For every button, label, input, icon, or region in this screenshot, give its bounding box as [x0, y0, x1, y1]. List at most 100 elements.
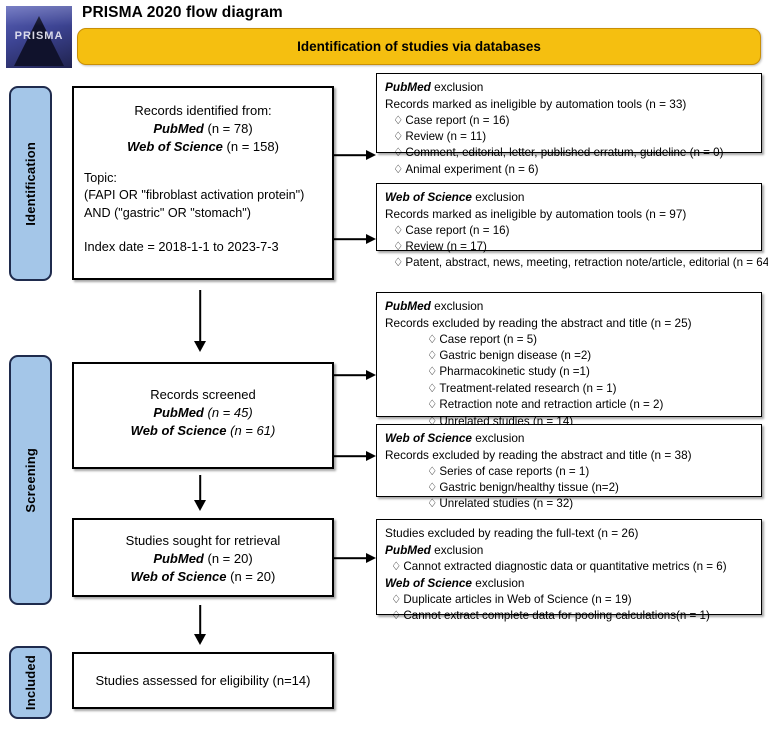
- stage-identification-text: Identification: [23, 141, 38, 226]
- source-name: Web of Science: [385, 190, 472, 204]
- exclusion-list: Case report (n = 5) Gastric benign disea…: [385, 332, 754, 431]
- source-name: PubMed: [385, 542, 431, 557]
- list-item: Unrelated studies (n = 32): [385, 496, 754, 512]
- pubmed-label: PubMed: [153, 404, 204, 420]
- source-name: Web of Science: [385, 431, 472, 445]
- exclusion-list: Series of case reports (n = 1) Gastric b…: [385, 464, 754, 513]
- studies-sought-wos: Web of Science (n = 20): [84, 568, 322, 586]
- wos-count: (n = 20): [230, 568, 276, 584]
- stage-included-text: Included: [23, 654, 38, 711]
- stage-screening-text: Screening: [23, 447, 38, 513]
- source-suffix: exclusion: [471, 431, 525, 445]
- fulltext-pubmed-heading: PubMed exclusion: [385, 542, 754, 559]
- arrow-sought-to-eligibility: [193, 605, 207, 645]
- exclusion-headline: Records excluded by reading the abstract…: [385, 315, 692, 330]
- exclusion-list: Case report (n = 16) Review (n = 17) Pat…: [385, 223, 768, 272]
- wos-count: (n = 158): [226, 138, 279, 154]
- wos-label: Web of Science: [130, 422, 227, 438]
- list-item: Review (n = 17): [385, 239, 754, 255]
- source-name: PubMed: [385, 80, 431, 94]
- wos-label: Web of Science: [130, 568, 227, 584]
- banner-label: Identification of studies via databases: [297, 39, 541, 54]
- wos-label: Web of Science: [127, 138, 223, 154]
- exclusion-headline: Records marked as ineligible by automati…: [385, 206, 687, 221]
- list-item: Case report (n = 5): [385, 332, 754, 348]
- list-item: Treatment-related research (n = 1): [385, 381, 754, 397]
- source-suffix: exclusion: [471, 190, 525, 204]
- topic-query-line-1: (FAPI OR "fibroblast activation protein"…: [84, 188, 305, 203]
- records-identified-wos: Web of Science (n = 158): [84, 138, 322, 156]
- records-identified-pubmed: PubMed (n = 78): [84, 120, 322, 138]
- source-suffix: exclusion: [430, 542, 484, 557]
- identification-banner: Identification of studies via databases: [77, 28, 761, 65]
- box-studies-sought: Studies sought for retrieval PubMed (n =…: [72, 518, 334, 597]
- exclusion-source-heading: PubMed exclusion: [385, 79, 754, 96]
- records-identified-heading: Records identified from:: [134, 103, 272, 118]
- box-exclusion-pubmed-screening: PubMed exclusion Records excluded by rea…: [376, 292, 762, 428]
- fulltext-headline: Studies excluded by reading the full-tex…: [385, 526, 639, 540]
- prisma-logo: PRISMA: [6, 6, 72, 68]
- box-exclusion-wos-screening: Web of Science exclusion Records exclude…: [376, 424, 762, 510]
- list-item: Comment, editorial, letter, published er…: [385, 145, 754, 161]
- records-screened-wos: Web of Science (n = 61): [84, 422, 322, 440]
- list-item: Gastric benign disease (n =2): [385, 348, 754, 364]
- list-item: Cannot extracted diagnostic data or quan…: [385, 559, 754, 575]
- index-date: Index date = 2018-1-1 to 2023-7-3: [84, 238, 279, 254]
- page-title: PRISMA 2020 flow diagram: [82, 4, 283, 21]
- list-item: Case report (n = 16): [385, 113, 754, 129]
- records-screened-heading: Records screened: [150, 387, 256, 402]
- arrow-identified-to-screened: [193, 290, 207, 352]
- pubmed-count: (n = 45): [207, 404, 253, 420]
- exclusion-source-heading: PubMed exclusion: [385, 298, 754, 315]
- exclusion-source-heading: Web of Science exclusion: [385, 430, 754, 447]
- logo-gloss: [6, 6, 72, 26]
- arrow-screened-to-wos-exclusion: [334, 449, 376, 463]
- pubmed-label: PubMed: [153, 120, 204, 136]
- list-item: Review (n = 11): [385, 129, 754, 145]
- list-item: Patent, abstract, news, meeting, retract…: [385, 255, 768, 271]
- wos-count: (n = 61): [230, 422, 276, 438]
- box-exclusion-pubmed-automation: PubMed exclusion Records marked as ineli…: [376, 73, 762, 176]
- topic-query-line-2: AND ("gastric" OR "stomach"): [84, 205, 251, 220]
- stage-label-identification: Identification: [9, 86, 52, 281]
- box-exclusion-fulltext: Studies excluded by reading the full-tex…: [376, 519, 762, 622]
- arrow-identified-to-wos-exclusion: [334, 232, 376, 246]
- list-item: Pharmacokinetic study (n =1): [385, 364, 754, 380]
- box-exclusion-wos-automation: Web of Science exclusion Records marked …: [376, 183, 768, 269]
- stage-label-included: Included: [9, 646, 52, 719]
- logo-wordmark: PRISMA: [14, 30, 64, 42]
- exclusion-headline: Records excluded by reading the abstract…: [385, 447, 692, 462]
- pubmed-count: (n = 20): [207, 550, 253, 566]
- list-item: Case report (n = 16): [385, 223, 754, 239]
- list-item: Duplicate articles in Web of Science (n …: [385, 592, 754, 608]
- arrow-screened-to-sought: [193, 475, 207, 511]
- arrow-screened-to-pubmed-exclusion: [334, 368, 376, 382]
- source-name: Web of Science: [385, 575, 472, 590]
- list-item: Gastric benign/healthy tissue (n=2): [385, 480, 754, 496]
- pubmed-count: (n = 78): [207, 120, 253, 136]
- source-suffix: exclusion: [471, 575, 525, 590]
- topic-label: Topic:: [84, 170, 117, 185]
- eligibility-text: Studies assessed for eligibility (n=14): [95, 672, 311, 688]
- list-item: Series of case reports (n = 1): [385, 464, 754, 480]
- list-item: Animal experiment (n = 6): [385, 162, 754, 178]
- search-topic-block: Topic: (FAPI OR "fibroblast activation p…: [84, 170, 322, 222]
- source-suffix: exclusion: [430, 299, 484, 313]
- source-suffix: exclusion: [430, 80, 484, 94]
- pyramid-shape: [14, 16, 64, 66]
- records-screened-pubmed: PubMed (n = 45): [84, 404, 322, 422]
- fulltext-wos-heading: Web of Science exclusion: [385, 575, 754, 592]
- list-item: Cannot extract complete data for pooling…: [385, 608, 754, 624]
- studies-sought-heading: Studies sought for retrieval: [125, 533, 281, 548]
- box-studies-assessed-eligibility: Studies assessed for eligibility (n=14): [72, 652, 334, 709]
- studies-sought-pubmed: PubMed (n = 20): [84, 550, 322, 568]
- box-records-screened: Records screened PubMed (n = 45) Web of …: [72, 362, 334, 469]
- fulltext-pubmed-list: Cannot extracted diagnostic data or quan…: [385, 559, 754, 575]
- source-name: PubMed: [385, 299, 431, 313]
- arrow-sought-to-fulltext-exclusion: [334, 551, 376, 565]
- box-records-identified: Records identified from: PubMed (n = 78)…: [72, 86, 334, 280]
- stage-label-screening: Screening: [9, 355, 52, 605]
- exclusion-list: Case report (n = 16) Review (n = 11) Com…: [385, 113, 754, 179]
- fulltext-wos-list: Duplicate articles in Web of Science (n …: [385, 592, 754, 625]
- list-item: Retraction note and retraction article (…: [385, 397, 754, 413]
